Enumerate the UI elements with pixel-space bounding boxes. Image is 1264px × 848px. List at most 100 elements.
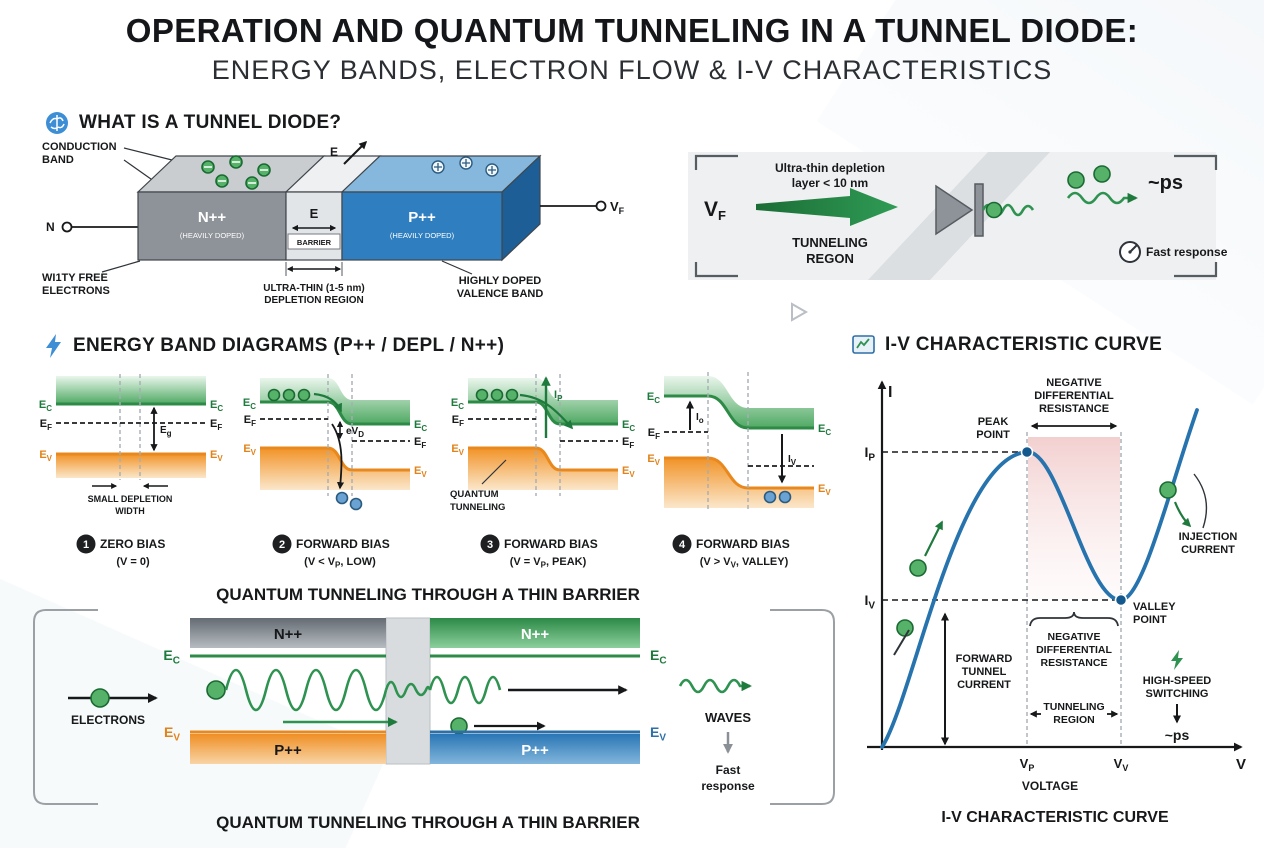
valence-l2: VALENCE BAND xyxy=(457,288,544,300)
ev-label-left: EV xyxy=(451,443,464,457)
free-electrons-l1: WI1TY FREE xyxy=(42,272,108,284)
section-band-diagrams-label: ENERGY BAND DIAGRAMS (P++ / DEPL / N++) xyxy=(73,335,505,356)
caption: 2 FORWARD BIAS (V < VP, LOW) xyxy=(272,534,390,570)
band-diagram-forward-peak: IP QUANTUM TUNNELING EC EC EF EF EV EV 3… xyxy=(450,374,635,570)
free-electrons-on-top xyxy=(201,155,271,190)
tunneling-region-l1: TUNNELING xyxy=(1043,701,1104,713)
play-icon xyxy=(791,302,809,322)
ev-label-left: EV xyxy=(39,449,52,463)
conduction-band xyxy=(260,378,410,424)
ec-label-right: EC xyxy=(818,423,831,437)
section-what-is-label: WHAT IS A TUNNEL DIODE? xyxy=(79,112,342,133)
fast-l2: response xyxy=(701,779,755,793)
valley-point-l1: VALLEY xyxy=(1133,601,1176,613)
peak-point-dot xyxy=(1020,445,1034,459)
forward-l2: TUNNEL xyxy=(962,666,1007,678)
ec-edge xyxy=(664,394,814,430)
vf-terminal: VF xyxy=(540,199,625,216)
high-speed-bolt-icon xyxy=(1171,650,1183,670)
brain-icon xyxy=(46,112,68,134)
valence-band xyxy=(56,454,206,478)
tunneling-region-l2: REGON xyxy=(806,251,854,266)
valence-band xyxy=(260,448,410,490)
step-title: FORWARD BIAS xyxy=(504,537,598,551)
peak-point-l1: PEAK xyxy=(978,416,1009,428)
depletion-callout: ULTRA-THIN (1-5 nm) DEPLETION REGION xyxy=(263,262,365,306)
n-region-label: N++ xyxy=(198,209,227,226)
ec-label-right: EC xyxy=(622,419,635,433)
ev-label-right: EV xyxy=(818,483,831,497)
axis-i-label: I xyxy=(888,384,892,401)
ev-label-left: EV xyxy=(243,443,256,457)
ev-edge xyxy=(468,446,618,472)
evd-label: eVD xyxy=(346,426,364,439)
ndr-l3: RESISTANCE xyxy=(1039,403,1109,415)
section-iv-heading: I-V CHARACTERISTIC CURVE xyxy=(852,334,1162,356)
valence-l1: HIGHLY DOPED xyxy=(459,275,542,287)
ec-label-left: EC xyxy=(39,399,52,413)
ip-label: IP xyxy=(554,389,563,403)
electrons xyxy=(475,388,574,430)
panel-title: QUANTUM TUNNELING THROUGH A THIN BARRIER xyxy=(216,585,640,604)
ndr-middle-annotation: NEGATIVE DIFFERENTIAL RESISTANCE xyxy=(1029,611,1119,669)
ip-axis-label: IP xyxy=(864,444,875,464)
holes-on-top xyxy=(431,156,499,177)
vp-tick-label: VP xyxy=(1020,756,1035,773)
panel-brackets xyxy=(33,609,835,805)
step-number: 1 xyxy=(83,539,89,551)
depletion-l1: ULTRA-THIN (1-5 nm) xyxy=(263,283,364,294)
picosecond-label: ~ps xyxy=(1165,727,1190,743)
quantum-tunneling-l1: QUANTUM xyxy=(450,489,499,500)
iv-curve xyxy=(880,408,1199,749)
ef-label-left: EF xyxy=(244,414,256,428)
fast-electrons xyxy=(1066,165,1138,205)
injection-l2: CURRENT xyxy=(1181,544,1235,556)
electrons xyxy=(267,388,342,413)
electron-through-barrier xyxy=(981,201,1035,219)
page-title: OPERATION AND QUANTUM TUNNELING IN A TUN… xyxy=(125,12,1139,49)
ef-label-right: EF xyxy=(210,418,222,432)
step-title: ZERO BIAS xyxy=(100,537,165,551)
speedometer-icon xyxy=(1119,241,1141,263)
axis-v-label: V xyxy=(1236,756,1246,773)
ef-label-right: EF xyxy=(414,436,426,450)
voltage-label: VOLTAGE xyxy=(1022,779,1078,793)
ndr2-l2: DIFFERENTIAL xyxy=(1036,644,1112,656)
ndr2-l3: RESISTANCE xyxy=(1041,657,1108,669)
iv-curve-chart: I V IP IV PEAK POINT NEGATIVE DIFFERENTI… xyxy=(864,377,1246,826)
injection-current-annotation: INJECTION CURRENT xyxy=(1159,473,1237,556)
ec-label-left: EC xyxy=(243,397,256,411)
section-band-diagrams-heading: ENERGY BAND DIAGRAMS (P++ / DEPL / N++) xyxy=(44,334,504,358)
eg-label: Eg xyxy=(160,425,172,438)
peak-current-arrow: IP xyxy=(541,376,563,438)
ndr2-l1: NEGATIVE xyxy=(1048,631,1101,643)
ev-label-right: EV xyxy=(210,449,223,463)
ef-label-left: EF xyxy=(40,418,52,432)
ev-label-left: EV xyxy=(164,724,180,744)
picosecond-label: ~ps xyxy=(1148,172,1183,194)
depletion-dashed-lines xyxy=(707,372,749,512)
page-subtitle: ENERGY BANDS, ELECTRON FLOW & I-V CHARAC… xyxy=(211,55,1053,85)
fast-l1: Fast xyxy=(716,763,741,777)
barrier-label: BARRIER xyxy=(297,238,332,247)
n-doped-label: (HEAVILY DOPED) xyxy=(180,231,245,240)
diode-symbol xyxy=(935,183,984,237)
step-condition: (V < VP, LOW) xyxy=(304,556,376,570)
ec-label-right: EC xyxy=(650,647,667,667)
panel-caption: QUANTUM TUNNELING THROUGH A THIN BARRIER xyxy=(216,813,640,832)
valley-point-l2: POINT xyxy=(1133,614,1167,626)
iv-caption: I-V CHARACTERISTIC CURVE xyxy=(941,809,1169,826)
iv-axis-label: IV xyxy=(864,592,875,612)
depletion-dashed-lines xyxy=(327,374,353,496)
ef-label-left: EF xyxy=(452,414,464,428)
electrons-input: ELECTRONS xyxy=(68,688,158,727)
high-speed-l2: SWITCHING xyxy=(1146,688,1209,700)
depletion-dashed-lines xyxy=(119,374,141,480)
caption: 4 FORWARD BIAS (V > VV, VALLEY) xyxy=(672,534,790,570)
step-condition: (V > VV, VALLEY) xyxy=(700,556,789,570)
depletion-l2: DEPLETION REGION xyxy=(264,295,363,306)
tunneling-speed-panel: VF Ultra-thin depletion layer < 10 nm TU… xyxy=(688,152,1228,280)
small-depletion-l1: SMALL DEPLETION xyxy=(88,494,173,504)
high-speed-annotation: HIGH-SPEED SWITCHING ~ps xyxy=(1143,650,1211,743)
